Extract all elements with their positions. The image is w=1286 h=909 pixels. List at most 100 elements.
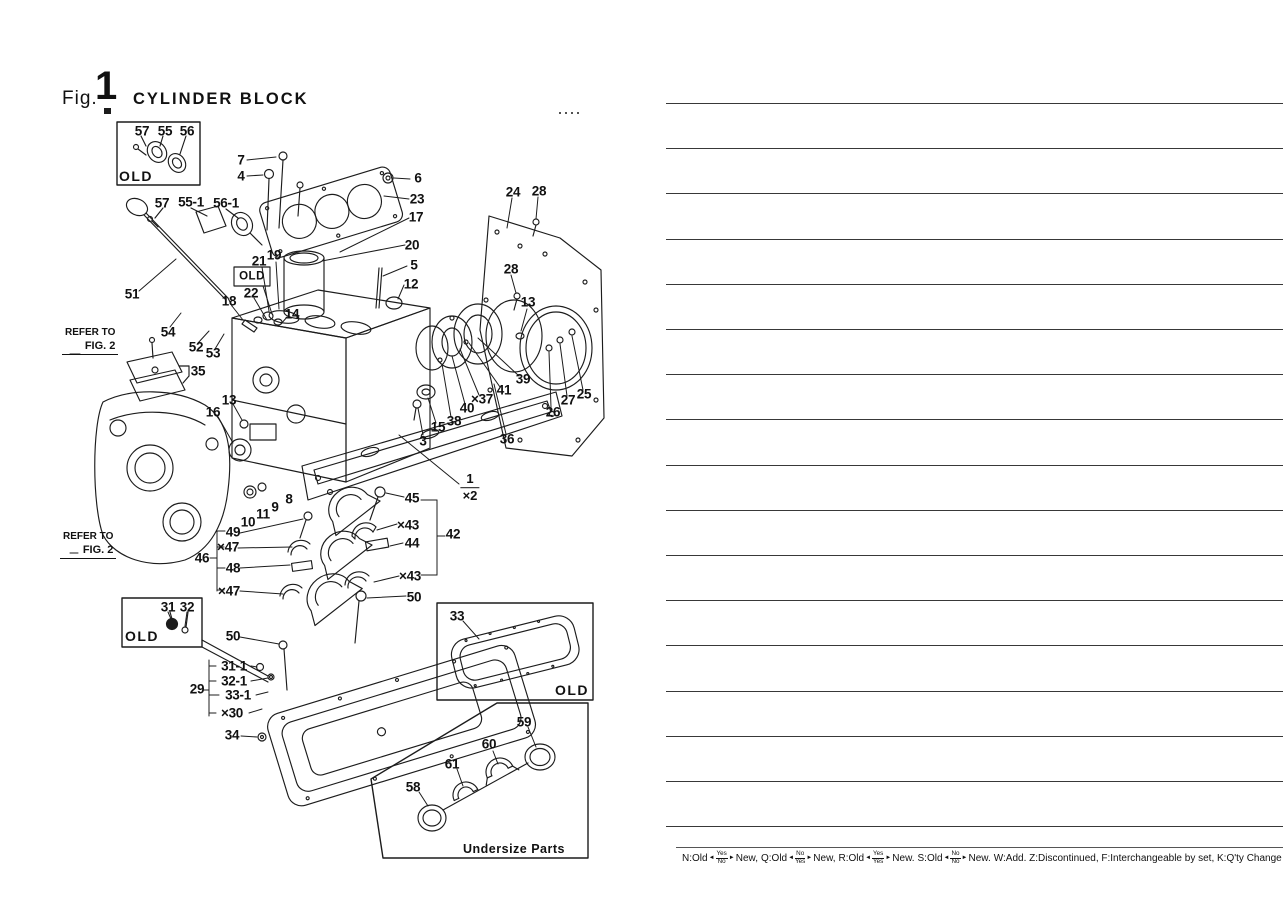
ruled-line <box>666 419 1283 421</box>
oil-pan <box>255 640 537 807</box>
ruled-line <box>666 509 1283 511</box>
gear-case <box>94 391 267 565</box>
cylinder-liner <box>283 250 325 320</box>
part-number-callout: 54 <box>160 324 176 340</box>
part-number-callout: 16 <box>205 404 221 420</box>
part-number-callout: 34 <box>224 727 240 743</box>
old-parts-box-mid <box>121 597 269 683</box>
page-title: CYLINDER BLOCK <box>133 90 309 108</box>
crank-seal-stack <box>241 303 503 421</box>
part-number-callout: 13 <box>520 294 536 310</box>
part-number-callout: 25 <box>576 386 592 402</box>
part-number-callout: 21 <box>251 253 267 269</box>
part-number-callout: 28 <box>531 183 547 199</box>
part-number-callout: 61 <box>444 756 460 772</box>
ruled-line <box>666 193 1283 195</box>
part-number-callout: 11 <box>256 506 270 522</box>
part-number-callout: 56-1 <box>213 195 239 211</box>
ruled-line <box>666 464 1283 466</box>
ruled-line <box>666 781 1283 782</box>
part-number-callout: 32 <box>179 599 195 615</box>
part-number-callout: 24 <box>505 184 521 200</box>
part-number-callout: 60 <box>481 736 497 752</box>
part-number-callout: 19 <box>266 247 282 263</box>
quantity-fraction-callout: 1×2 <box>460 471 480 504</box>
ruled-line <box>666 735 1283 737</box>
part-number-callout: 52 <box>188 339 204 355</box>
side-cover <box>301 391 563 501</box>
part-number-callout: 8 <box>285 491 293 507</box>
undersize-parts-label: Undersize Parts <box>463 842 565 856</box>
part-number-callout: 32-1 <box>221 673 247 689</box>
part-number-callout: 45 <box>404 490 420 506</box>
exploded-diagram <box>69 108 605 859</box>
part-number-callout: 5 <box>410 257 418 273</box>
part-number-callout: 57 <box>154 195 170 211</box>
legend-rule <box>676 847 1283 848</box>
part-number-callout: 15 <box>430 419 446 435</box>
part-number-callout: 31-1 <box>221 658 247 674</box>
part-number-callout: 28 <box>503 261 519 277</box>
part-number-callout: 9 <box>271 499 279 515</box>
part-number-callout: 50 <box>406 589 422 605</box>
ruled-line <box>666 283 1283 285</box>
legend-tail: W:Add. Z:Discontinued, F:Interchangeable… <box>993 852 1282 864</box>
part-number-callout: 29 <box>189 681 205 697</box>
old-parts-box-top <box>116 121 201 186</box>
bearing-caps <box>279 486 390 644</box>
ruled-line <box>666 238 1283 240</box>
part-number-callout: 36 <box>499 431 515 447</box>
old-label: OLD <box>554 682 590 698</box>
part-number-callout: 39 <box>515 371 531 387</box>
part-number-callout: ×43 <box>399 568 421 584</box>
ruled-line <box>666 555 1283 556</box>
ruled-line <box>666 374 1283 376</box>
old-inline-box <box>233 266 271 287</box>
part-number-callout: 46 <box>194 550 210 566</box>
part-number-callout: 57 <box>134 123 150 139</box>
head-gasket <box>259 166 404 258</box>
part-number-callout: 14 <box>284 306 300 322</box>
part-number-callout: 53 <box>205 345 221 361</box>
ruled-line <box>666 690 1283 692</box>
part-number-callout: 50 <box>225 628 241 644</box>
part-number-callout: 51 <box>124 286 140 302</box>
part-number-callout: 41 <box>496 382 512 398</box>
undersize-parts-box <box>370 702 589 859</box>
ruled-line <box>666 600 1283 602</box>
part-number-callout: ×30 <box>221 705 243 721</box>
part-number-callout: 40 <box>459 400 475 416</box>
part-number-callout: 33-1 <box>225 687 251 703</box>
part-number-callout: 58 <box>405 779 421 795</box>
part-number-callout: 22 <box>243 285 259 301</box>
cylinder-block <box>231 289 431 483</box>
figure-label: Fig. <box>62 88 98 109</box>
part-number-callout: 18 <box>221 293 237 309</box>
part-number-callout: 49 <box>225 524 241 540</box>
part-number-callout: 55-1 <box>178 194 204 210</box>
part-number-callout: 44 <box>404 535 420 551</box>
part-number-callout: 55 <box>157 123 173 139</box>
part-number-callout: ×47 <box>217 539 239 555</box>
oil-seal-parts <box>146 205 263 246</box>
old-label: OLD <box>118 168 154 184</box>
part-number-callout: 26 <box>545 404 561 420</box>
part-number-callout: 35 <box>190 363 206 379</box>
part-number-callout: 10 <box>240 514 256 530</box>
part-number-callout: 3 <box>419 433 427 449</box>
part-number-callout: 12 <box>403 276 419 292</box>
part-number-callout: 38 <box>446 413 462 429</box>
part-number-callout: 33 <box>449 608 465 624</box>
part-number-callout: 31 <box>160 599 176 615</box>
part-number-callout: 13 <box>221 392 237 408</box>
ruled-line <box>666 645 1283 647</box>
ruled-line <box>666 329 1283 330</box>
